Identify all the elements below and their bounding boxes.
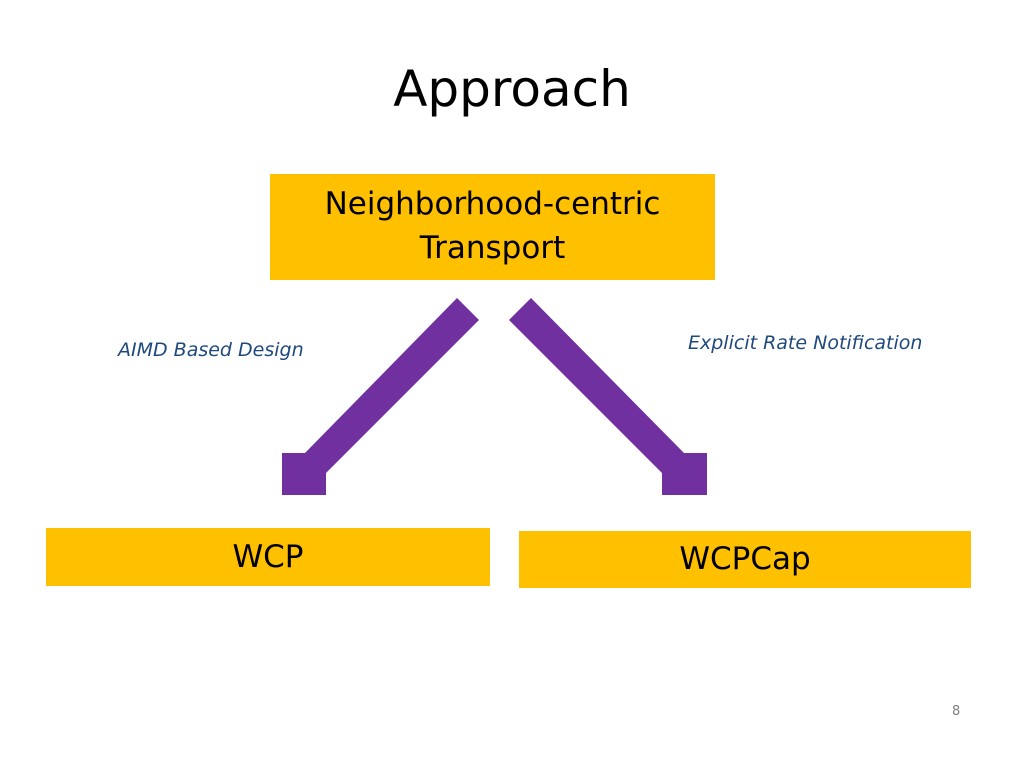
node-top-line1: Neighborhood-centric xyxy=(324,186,661,222)
node-neighborhood-centric-transport: Neighborhood-centric Transport xyxy=(270,174,715,280)
edge-label-aimd: AIMD Based Design xyxy=(118,339,304,361)
node-top-line2: Transport xyxy=(419,230,566,266)
slide-title: Approach xyxy=(393,60,631,118)
arrow-to-wcp xyxy=(282,298,479,495)
node-wcp: WCP xyxy=(46,528,490,586)
node-wcpcap: WCPCap xyxy=(519,531,971,588)
page-number: 8 xyxy=(952,704,961,719)
arrow-to-wcpcap xyxy=(509,298,707,495)
edge-label-explicit-rate: Explicit Rate Notification xyxy=(688,332,923,354)
